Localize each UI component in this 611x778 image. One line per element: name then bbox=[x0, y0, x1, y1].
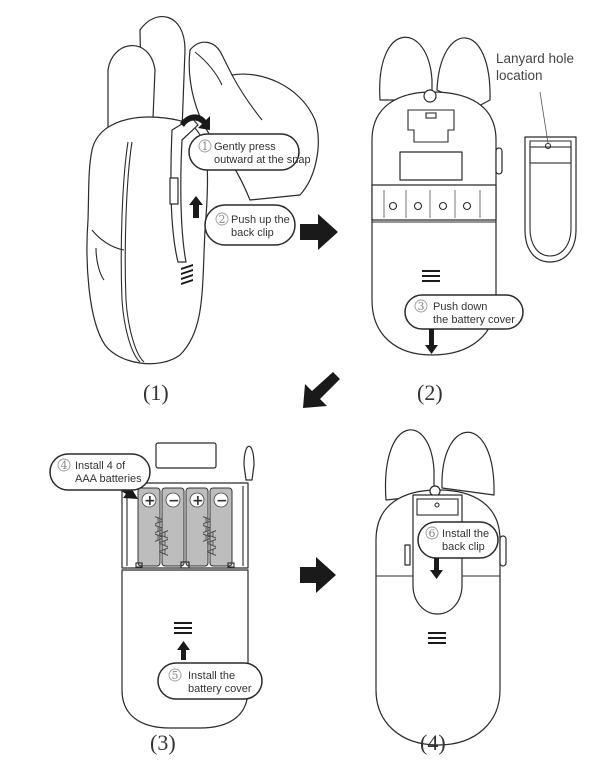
push-down-arrow-icon bbox=[425, 329, 438, 354]
speaker-grill-icon bbox=[428, 632, 446, 644]
callout-2-line2: back clip bbox=[231, 227, 274, 239]
lanyard-hole bbox=[544, 142, 552, 150]
battery-3: + AAA bbox=[185, 487, 215, 567]
panel-2-label: (2) bbox=[417, 380, 443, 405]
speaker-grill-icon bbox=[174, 622, 192, 634]
down-left-arrow-icon bbox=[303, 372, 340, 408]
lanyard-hole-label-line1: Lanyard hole bbox=[496, 51, 574, 66]
callout-4-line1: Install 4 of bbox=[75, 460, 126, 472]
callout-4-line2: AAA batteries bbox=[75, 473, 142, 485]
side-button bbox=[495, 147, 503, 175]
side-button bbox=[169, 177, 179, 205]
clip-tab-left bbox=[404, 544, 411, 566]
panel-1-label: (1) bbox=[143, 380, 169, 405]
lanyard-hole-label-line2: location bbox=[496, 68, 543, 83]
battery-contacts bbox=[383, 190, 481, 218]
detached-back-clip bbox=[524, 136, 577, 263]
svg-text:−: − bbox=[216, 493, 228, 509]
callout-1-line1: Gently press bbox=[214, 141, 276, 153]
svg-text:6: 6 bbox=[429, 527, 436, 540]
svg-text:AAA: AAA bbox=[204, 530, 219, 556]
callout-6-line1: Install the bbox=[442, 528, 489, 540]
cover-flap bbox=[243, 445, 255, 481]
callout-3-line1: Push down bbox=[433, 301, 487, 313]
battery-4: − AAA bbox=[204, 487, 233, 567]
callout-1-line2: outward at the snap bbox=[214, 154, 311, 166]
right-arrow-icon bbox=[300, 557, 336, 593]
battery-compartment bbox=[371, 184, 497, 221]
svg-text:2: 2 bbox=[219, 213, 226, 226]
callout-step-4: 4 Install 4 of AAA batteries bbox=[49, 453, 151, 491]
callout-5-line2: battery cover bbox=[188, 683, 252, 695]
battery-2: − AAA bbox=[156, 487, 185, 567]
callout-step-5: 5 Install the battery cover bbox=[157, 662, 263, 700]
svg-text:+: + bbox=[144, 493, 156, 509]
label-area bbox=[155, 442, 217, 469]
panel-1: 1 Gently press outward at the snap 2 Pus… bbox=[86, 15, 319, 405]
callout-2-line1: Push up the bbox=[231, 214, 290, 226]
push-up-arrow-icon bbox=[189, 196, 203, 218]
callout-5-line1: Install the bbox=[188, 670, 235, 682]
callout-6-line2: back clip bbox=[442, 541, 485, 553]
side-button bbox=[499, 535, 507, 567]
svg-text:4: 4 bbox=[61, 459, 68, 472]
callout-3-line2: the battery cover bbox=[433, 314, 515, 326]
device-ear-right bbox=[436, 37, 491, 109]
panel-4: 6 Install the back clip (4) bbox=[375, 429, 507, 755]
speaker-grill-icon bbox=[422, 270, 440, 282]
svg-text:3: 3 bbox=[418, 300, 425, 313]
callout-step-6: 6 Install the back clip bbox=[417, 521, 499, 559]
svg-text:−: − bbox=[168, 493, 180, 509]
device-ear-right bbox=[441, 431, 495, 496]
snap-press-arrow bbox=[180, 114, 210, 130]
speaker-grill-icon bbox=[181, 264, 193, 285]
panel-3: + AAA − AAA + AAA − AAA bbox=[49, 442, 263, 755]
callout-step-3: 3 Push down the battery cover bbox=[404, 294, 524, 330]
svg-text:1: 1 bbox=[202, 140, 209, 153]
aaa-batteries: + AAA − AAA + AAA − AAA bbox=[135, 487, 235, 569]
device-ear-left bbox=[379, 36, 433, 101]
push-up-arrow-icon bbox=[177, 641, 190, 660]
lanyard-hole-leader-line bbox=[539, 91, 549, 144]
panel-4-label: (4) bbox=[420, 730, 446, 755]
label-area bbox=[399, 151, 463, 181]
svg-text:5: 5 bbox=[172, 669, 179, 682]
device-ear-left bbox=[384, 429, 435, 501]
svg-text:+: + bbox=[192, 493, 204, 509]
svg-text:AAA: AAA bbox=[156, 530, 171, 556]
callout-step-1: 1 Gently press outward at the snap bbox=[188, 133, 311, 171]
callout-step-2: 2 Push up the back clip bbox=[204, 204, 296, 246]
right-arrow-icon bbox=[300, 214, 338, 250]
panel-3-label: (3) bbox=[150, 730, 176, 755]
panel-2: Lanyard hole location 3 Push down the ba… bbox=[371, 36, 577, 405]
push-down-arrow-icon bbox=[430, 558, 443, 579]
